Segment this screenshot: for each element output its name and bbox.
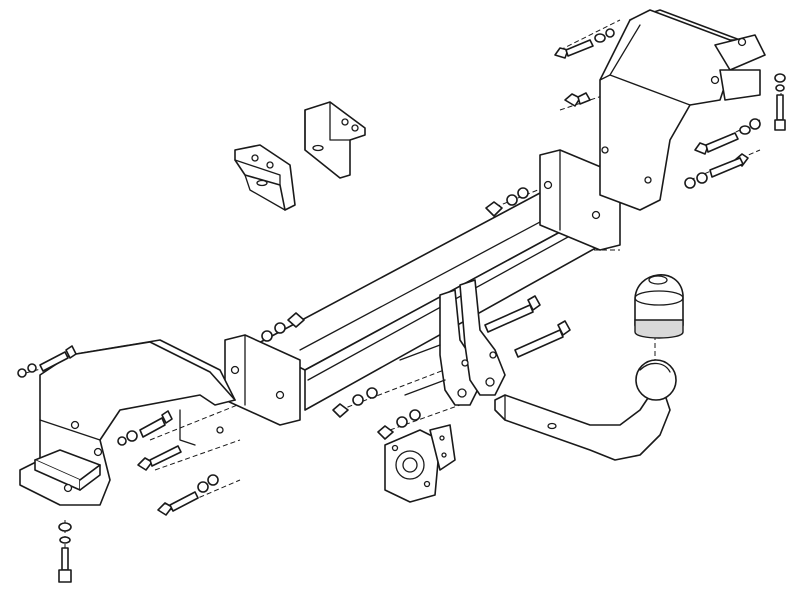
bolt [332,387,378,418]
bolt [137,445,182,471]
bolt-set [17,28,786,583]
right-side-bracket [599,9,766,211]
bolt [157,474,219,516]
left-side-bracket [19,339,236,506]
bolt [485,187,529,217]
tow-ball-neck [494,359,677,461]
bolt [17,345,77,378]
center-tow-mount [399,279,506,406]
bolt [58,522,72,583]
bolt [514,320,571,358]
bolt [554,28,615,59]
bolt [377,409,421,440]
bolt [261,312,305,342]
bolt [484,295,541,333]
angle-bracket-a [234,144,296,211]
bolt [774,73,786,131]
electrical-socket-plate [384,424,456,503]
angle-bracket-b [304,101,366,179]
bolt [564,92,591,107]
bolt [684,153,749,189]
bolt [694,118,761,155]
bolt [117,410,173,446]
tow-ball-cap [634,274,684,339]
